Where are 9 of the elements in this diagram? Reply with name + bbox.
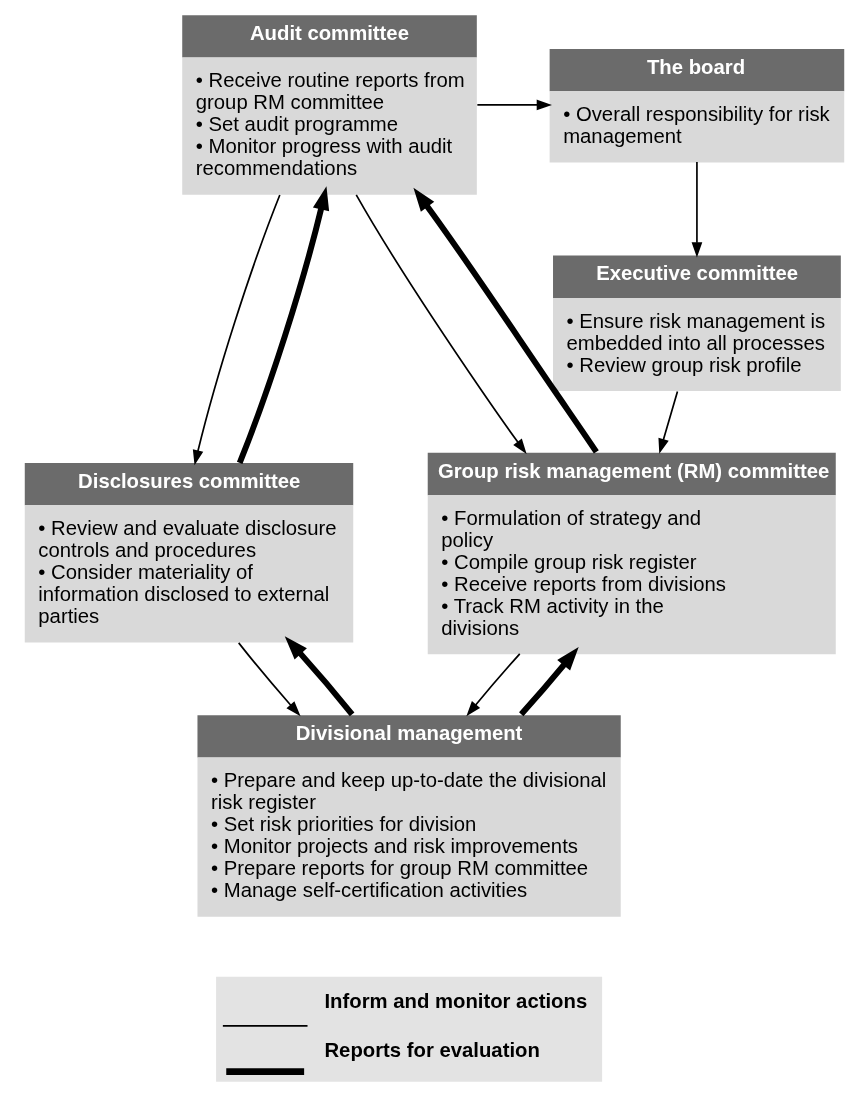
arrow [465,653,521,717]
arrow [657,390,678,454]
legend-label: Reports for evaluation [323,1039,540,1062]
arrow [237,642,301,717]
arrow [192,194,281,466]
arrow [691,161,702,258]
legend-label: Inform and monitor actions [323,990,587,1013]
arrow [354,194,527,454]
arrow [476,99,552,111]
